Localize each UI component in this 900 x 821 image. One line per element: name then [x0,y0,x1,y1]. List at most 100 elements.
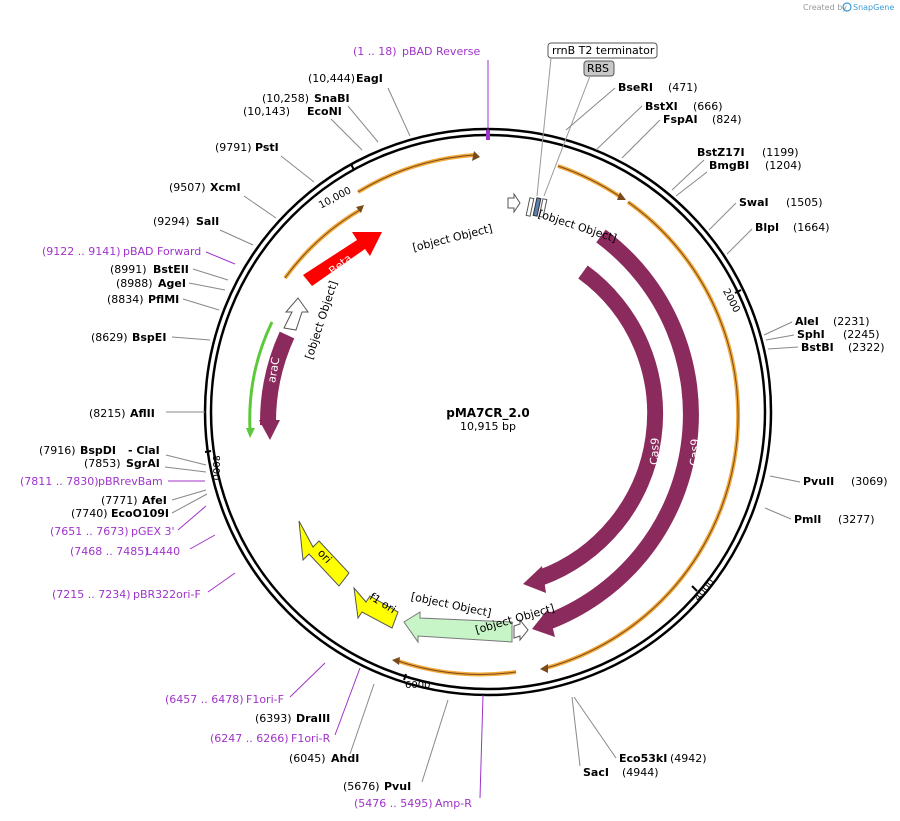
site-pos: (8988) [116,277,153,290]
cas9-outer-arrow-head [532,609,555,637]
primer-name: Amp-R [435,797,472,810]
leader-line [536,57,552,197]
site-leader [421,699,449,783]
site-pos: (8834) [107,293,144,306]
site-pos: (7916) [39,444,76,457]
f1-ori-arrow [353,586,399,629]
primer-pos: (6457 .. 6478) [165,693,244,706]
site-pos: (824) [712,113,742,126]
site-leader [764,507,792,520]
site-pos: (1664) [793,221,830,234]
site-leader [192,268,229,281]
primer-name: pBRrevBam [98,475,163,488]
arac-arrow [259,331,295,426]
orf-arc-head [356,205,364,213]
primer-pos: (6247 .. 6266) [210,732,289,745]
site-name: PvuI [384,780,411,793]
primer-name: pBR322ori-F [133,588,201,601]
tet-operator-icon [525,197,535,217]
site-leader [565,87,616,131]
site-pos: (9507) [169,181,206,194]
site-name: BstZ17I [697,146,745,159]
credit-brand: SnapGene [853,3,894,12]
orf-arc-core [397,660,517,675]
primer-leader [289,662,326,698]
tick-label: 6000 [405,680,430,691]
primer-leader [479,694,484,799]
primer-pos: (7468 .. 7485) [70,545,149,558]
tick-mark [350,163,355,171]
site-pos: (8629) [91,331,128,344]
primer-name: L4440 [146,545,180,558]
site-name: EcoNI [307,105,342,118]
rbs-box [583,60,615,77]
site-pos: (4942) [670,752,707,765]
site-leader [164,466,207,473]
primer-name: F1ori-F [246,693,284,706]
site-name: EagI [356,72,383,85]
rbs-label: RBS [587,62,609,75]
site-pos: (4944) [622,766,659,779]
left-sites: (10,444) EagI (10,258) SnaBI (10,143) Ec… [39,72,449,793]
primer-pos: (7215 .. 7234) [52,588,131,601]
orf-arc-head [540,664,548,673]
primer-leader [334,667,361,736]
site-leader [347,105,379,143]
site-name: SalI [196,215,219,228]
site-leader [330,118,363,151]
site-pos: (2322) [848,341,885,354]
primer-mark [486,130,490,140]
bottom-features: [object Object] [object Object] ori f1 o… [298,520,556,644]
site-leader [621,119,661,159]
cas9-outer-arrow [542,229,699,631]
arabad-promoter-arrow [283,297,309,331]
primer-leader [207,572,236,593]
site-pos: (3277) [838,513,875,526]
site-leader [182,298,220,311]
primers: (1 .. 18) pBAD Reverse (9122 .. 9141) pB… [20,45,490,810]
site-pos: (8215) [89,407,126,420]
site-name: PflMI [148,293,179,306]
tick-mark [403,673,407,681]
site-leader [165,454,207,466]
site-name: PstI [255,141,279,154]
site-pos: (2231) [833,315,870,328]
primer-leader [189,534,216,550]
site-pos: (1199) [762,146,799,159]
site-leader [280,155,315,183]
arac-orf-arc [248,321,274,431]
site-leader [763,321,793,336]
site-name: BspEI [132,331,166,344]
site-leader [219,229,254,246]
cas9-inner-arrow [537,265,664,586]
ori-arrow [298,520,350,587]
site-name-extra: - ClaI [128,444,160,457]
site-name: XcmI [210,181,241,194]
site-name: PvuII [803,475,834,488]
site-name: AleI [795,315,819,328]
cas9-inner-label: Cas9 [648,438,662,466]
arac-orf-head [246,428,255,438]
plasmid-length: 10,915 bp [460,420,516,433]
site-leader [171,493,208,514]
orf-arc [557,164,624,200]
site-pos: (10,258) [262,92,309,105]
plasmid-name: pMA7CR_2.0 [446,406,529,421]
site-pos: (7853) [84,457,121,470]
arac-arrow-head [259,420,280,440]
tet-operator-label: [object Object] [536,207,618,245]
site-pos: (2245) [843,328,880,341]
cas9-features: Cas9 Cas9 [523,229,702,637]
site-leader [769,475,801,483]
site-pos: (471) [668,81,698,94]
orf-arc-head [472,151,480,161]
primer-name: F1ori-R [291,732,331,745]
orf-arc [356,153,475,194]
orf-arc-head [392,657,400,665]
site-name: BseRI [618,81,653,94]
rbs-icon [532,197,542,217]
site-name: Eco53kI [619,752,667,765]
leader-line [543,75,591,197]
site-leader [387,87,411,137]
